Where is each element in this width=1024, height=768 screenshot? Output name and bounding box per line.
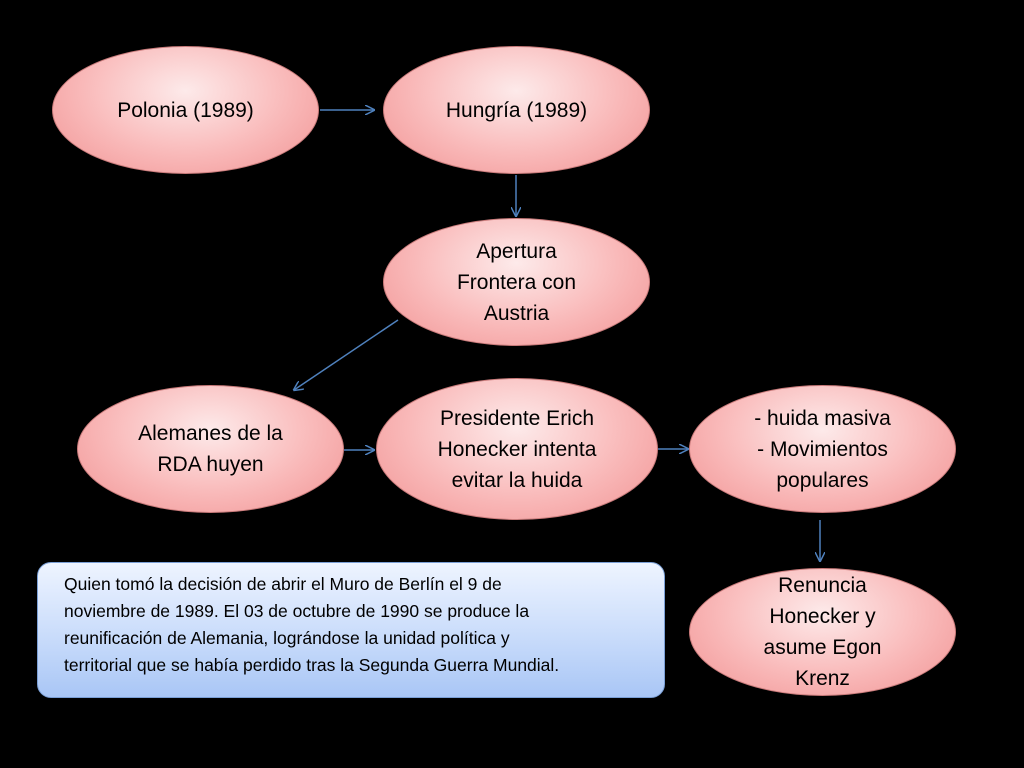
info-note-text: Quien tomó la decisión de abrir el Muro … <box>64 574 560 675</box>
node-hungria-label: Hungría (1989) <box>445 98 588 122</box>
node-apertura-frontera-label: Apertura Frontera con Austria <box>456 239 577 325</box>
node-presidente-honecker-label: Presidente Erich Honecker intenta evitar… <box>437 406 597 492</box>
node-huida-masiva: - huida masiva - Movimientos populares <box>689 385 956 513</box>
node-polonia: Polonia (1989) <box>52 46 319 174</box>
node-alemanes-rda-label: Alemanes de la RDA huyen <box>138 422 283 476</box>
node-renuncia-honecker: Renuncia Honecker y asume Egon Krenz <box>689 568 956 696</box>
arrow-apertura-to-alemanes <box>294 319 399 390</box>
node-renuncia-honecker-label: Renuncia Honecker y asume Egon Krenz <box>763 574 882 690</box>
node-hungria: Hungría (1989) <box>383 46 650 174</box>
info-note-box: Quien tomó la decisión de abrir el Muro … <box>37 562 665 698</box>
node-polonia-label: Polonia (1989) <box>117 98 254 122</box>
node-apertura-frontera: Apertura Frontera con Austria <box>383 218 650 346</box>
node-alemanes-rda: Alemanes de la RDA huyen <box>77 385 344 513</box>
node-presidente-honecker: Presidente Erich Honecker intenta evitar… <box>376 378 658 520</box>
node-huida-masiva-label: - huida masiva - Movimientos populares <box>754 406 891 492</box>
